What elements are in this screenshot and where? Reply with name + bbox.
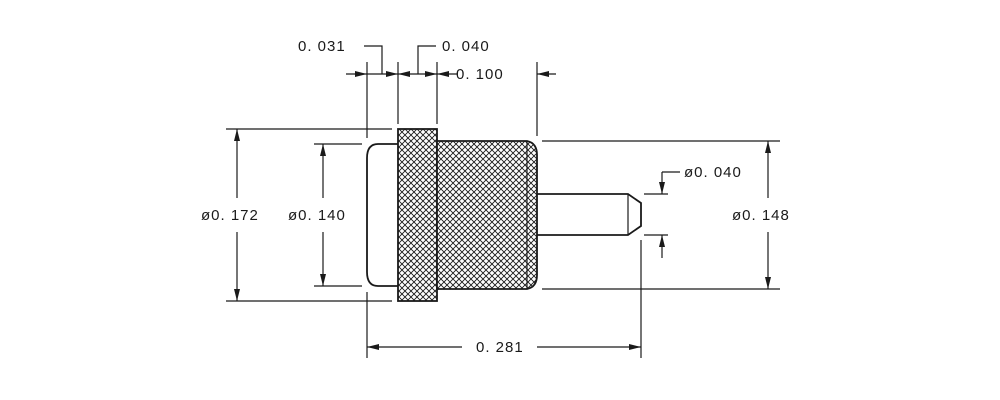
body-diameter-label: ø0. 148 (732, 207, 790, 224)
bottom-dimension-lines (367, 344, 641, 350)
pin (537, 193, 642, 236)
part-outline (366, 128, 642, 302)
body-length-label: 0. 100 (456, 66, 504, 83)
dimension-labels: 0. 031 0. 040 0. 100 ø0. 040 ø0. 172 ø0.… (201, 38, 790, 356)
head-thickness-label: 0. 031 (298, 38, 346, 55)
left-dimension-lines (234, 129, 326, 301)
head-diameter-label: ø0. 140 (288, 207, 346, 224)
knurled-flange (397, 128, 438, 302)
top-dimension-lines (346, 45, 556, 77)
knurl-flange-label: 0. 040 (442, 38, 490, 55)
knurled-body (436, 140, 538, 290)
flange-diameter-label: ø0. 172 (201, 207, 259, 224)
rear-head (366, 143, 398, 287)
pin-diameter-label: ø0. 040 (684, 164, 742, 181)
right-dimension-lines (659, 141, 771, 289)
overall-length-label: 0. 281 (476, 339, 524, 356)
